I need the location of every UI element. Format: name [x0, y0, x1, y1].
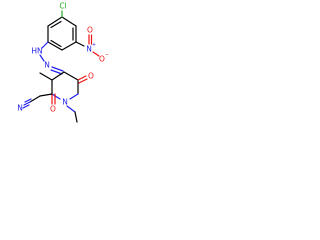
ring-bond	[61, 16, 77, 27]
carbonyl-bond	[77, 75, 87, 81]
chlorophenyl-ring	[47, 16, 77, 51]
aryl-nh-bond	[41, 41, 49, 49]
pyridone-ring	[51, 71, 79, 100]
nitrile-bond	[29, 95, 41, 103]
nitro-oxygen-single-label: O	[99, 55, 105, 64]
ethyl-bond	[66, 105, 76, 113]
nitro-oxygen-charge: −	[105, 52, 109, 58]
methyl-bond	[39, 72, 53, 81]
ring-nitrogen-label: N	[62, 98, 68, 107]
ring-double-bond	[50, 39, 62, 48]
ring-bond	[47, 16, 63, 27]
chlorine-atom-label: Cl	[59, 2, 66, 11]
nitrile-attach-bond	[39, 93, 53, 97]
azo-double-bond	[51, 66, 64, 72]
azo-double-bond	[50, 69, 63, 75]
carbonyl-oxygen-top-label: O	[88, 72, 94, 81]
nitro-oxygen-double-label: O	[87, 26, 93, 35]
ethyl-bond	[74, 111, 78, 123]
chemical-structure-diagram: Cl N + O O − HN N N O O N	[17, 2, 109, 123]
ring-bond	[51, 71, 65, 81]
nitrile-triple-bond	[23, 101, 31, 106]
nitrile-triple-bond	[24, 98, 32, 103]
hydrazo-nh-label: HN	[31, 47, 42, 56]
nitrile-nitrogen-label: N	[17, 104, 23, 113]
ring-double-bond	[50, 20, 62, 29]
ring-bond	[69, 93, 79, 100]
azo-nitrogen-label: N	[44, 61, 50, 70]
nitro-bond	[75, 41, 85, 47]
nitrile-triple-bond	[22, 104, 30, 109]
nitro-o-single-bond	[92, 51, 100, 57]
ring-bond	[51, 93, 61, 100]
carbonyl-oxygen-bottom-label: O	[50, 105, 56, 114]
ring-bond	[61, 41, 77, 51]
nitro-nitrogen-charge: +	[92, 42, 96, 48]
ring-bond	[47, 41, 63, 51]
nh-n-bond	[39, 54, 45, 62]
nitro-nitrogen-label: N	[86, 45, 92, 54]
carbonyl-bond	[78, 78, 88, 84]
ring-bond	[63, 71, 79, 81]
